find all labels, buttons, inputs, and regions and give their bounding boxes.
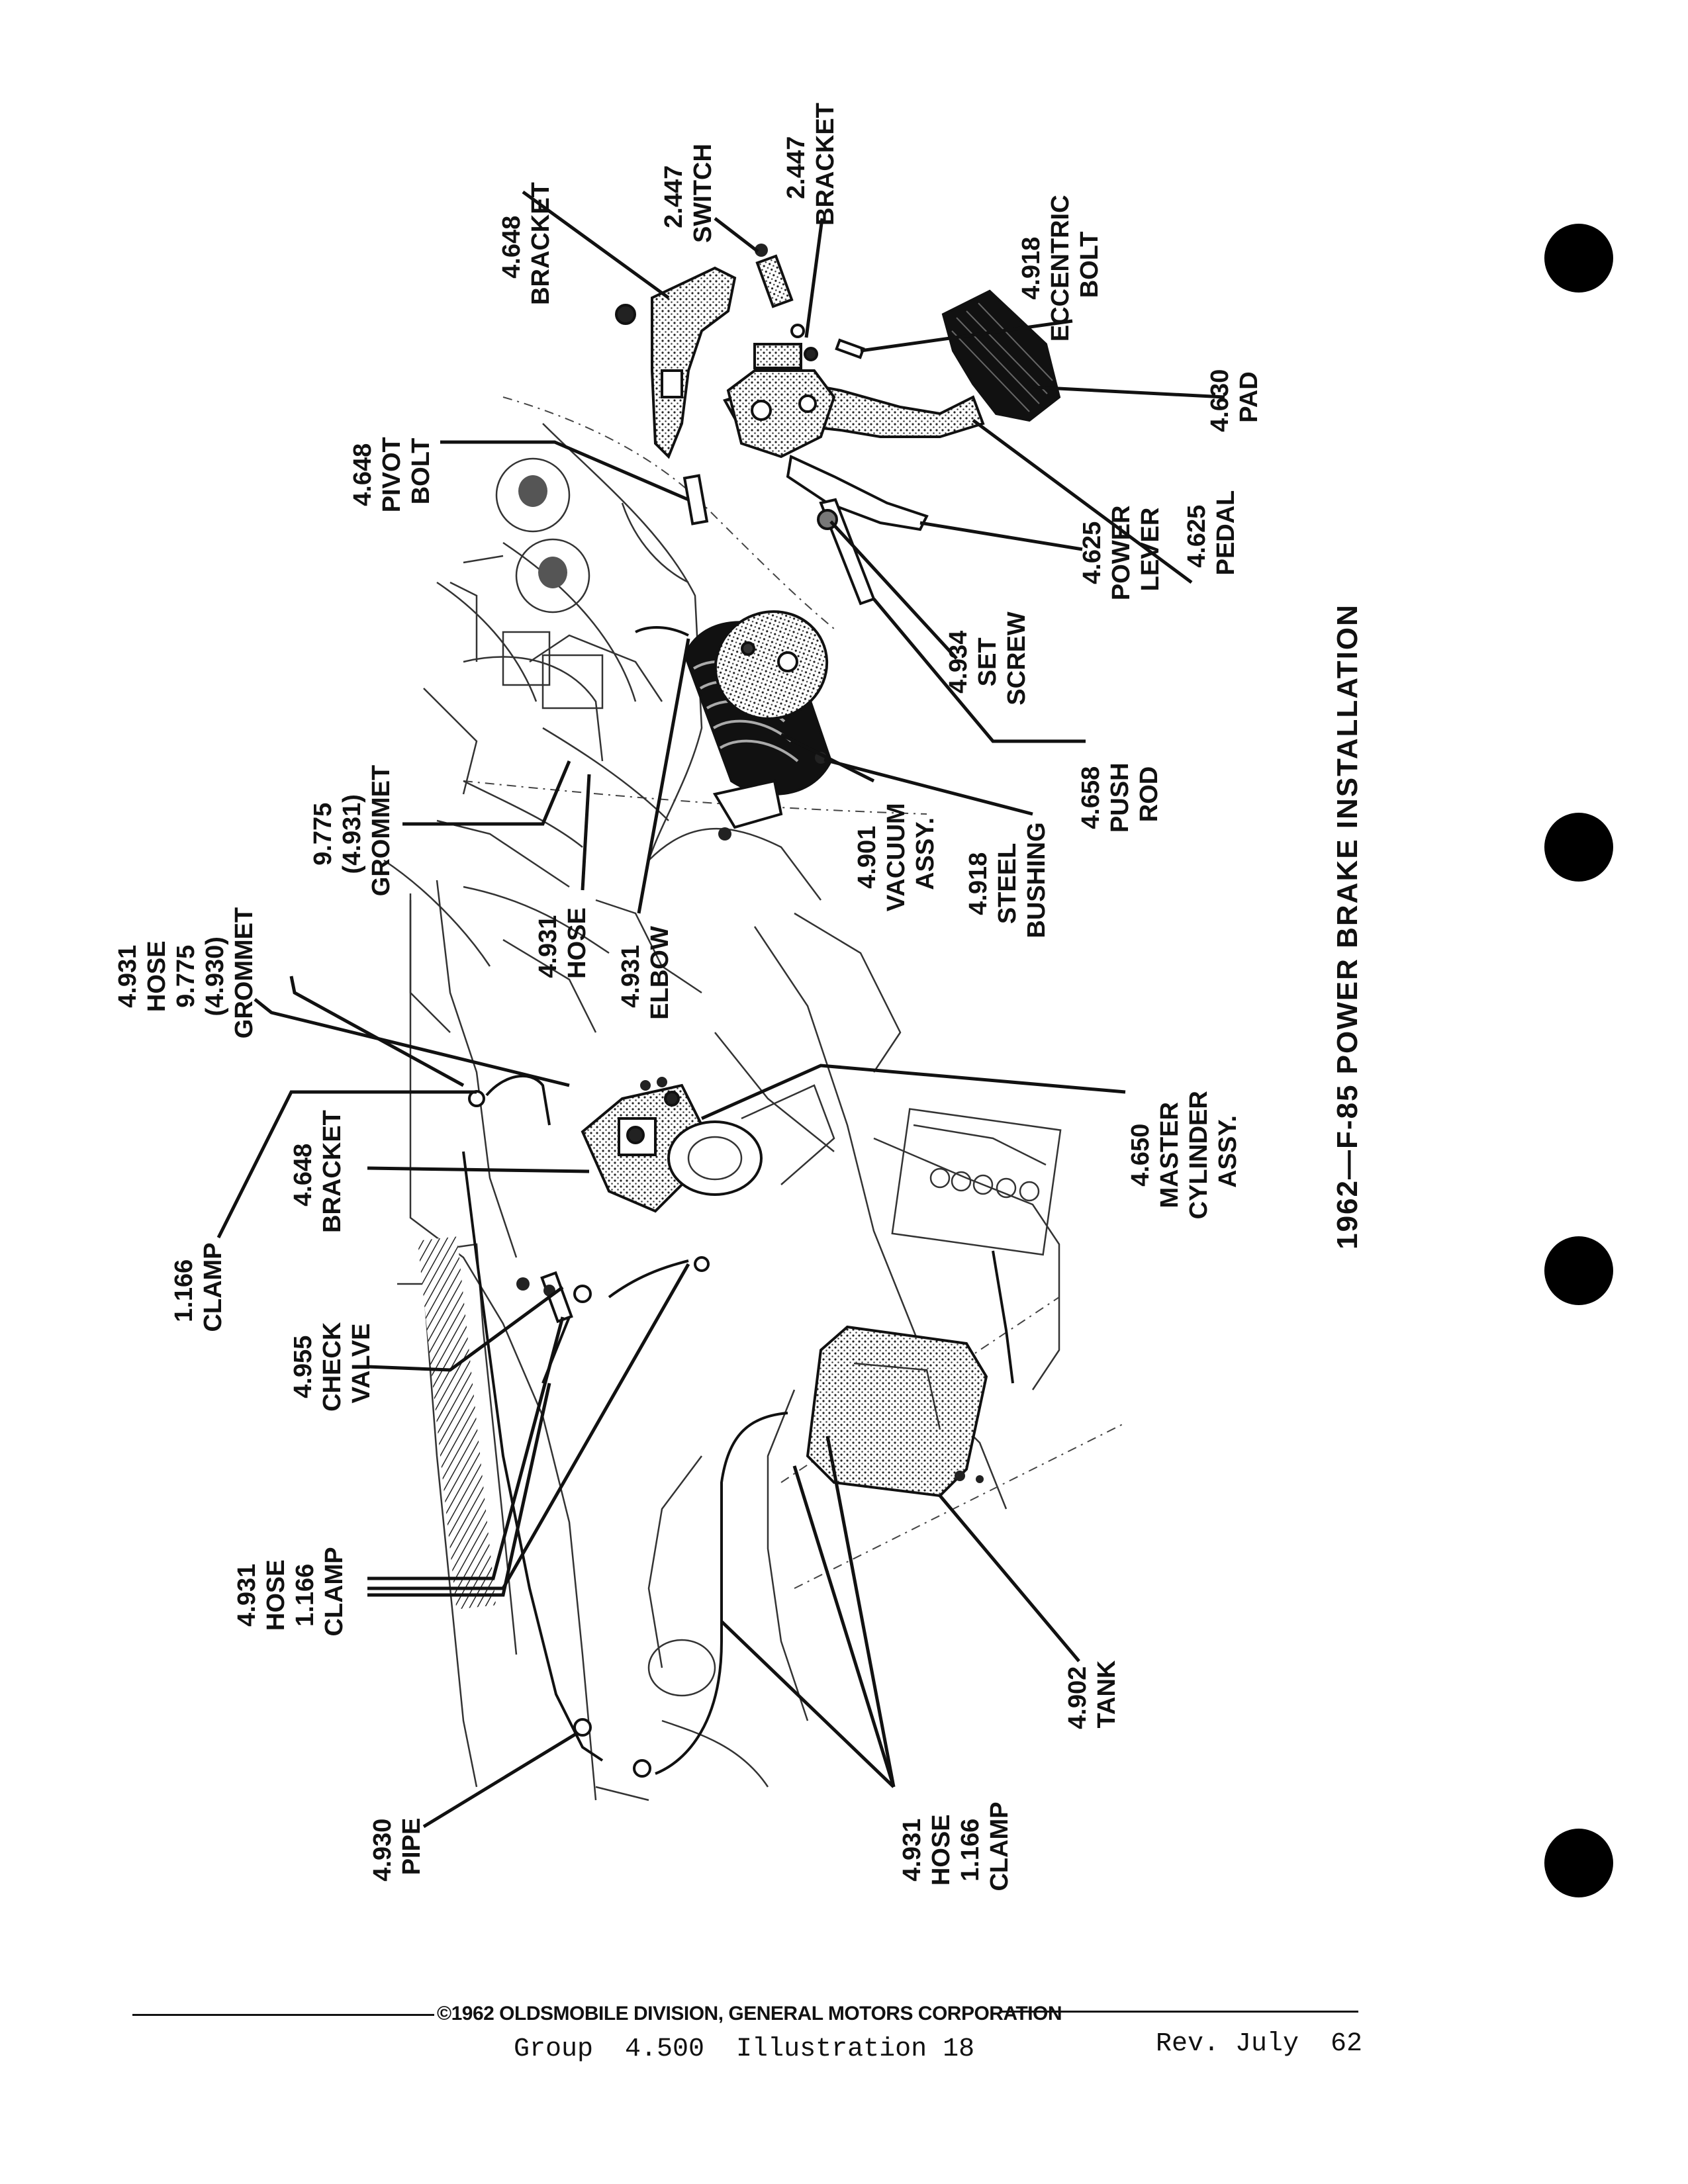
label-hose-clamp-left: 4.931 HOSE 1.166 CLAMP [233,1547,348,1636]
label-push-rod-4658: 4.658 PUSH ROD [1077,756,1163,833]
label-hose-4931-mid: 4.931 HOSE [534,907,591,979]
binder-holes [1544,224,1613,1897]
footer-rule-right [1001,2011,1358,2013]
label-eccentric-bolt-4918: 4.918 ECCENTRIC BOLT [1017,188,1103,341]
figure-title: 1962—F-85 POWER BRAKE INSTALLATION [1331,604,1364,1250]
label-master-cylinder-4650: 4.650 MASTER CYLINDER ASSY. [1127,1084,1242,1220]
master-cylinder-assembly [468,1074,835,1384]
pedal-support-bracket [651,266,737,459]
leader-lines [216,190,1225,1829]
vacuum-power-unit [635,610,833,841]
label-switch-2447: 2.447 SWITCH [660,144,717,243]
label-grommet-9775: 9.775 (4.931) GROMMET [309,765,395,896]
label-elbow-4931: 4.931 ELBOW [617,926,674,1020]
label-check-valve-4955: 4.955 CHECK VALVE [289,1315,375,1412]
label-bracket-4648-mid: 4.648 BRACKET [289,1110,346,1233]
body-outline-ghost [383,396,1126,1801]
label-set-screw-4934: 4.934 SET SCREW [945,612,1031,705]
brake-pad [941,289,1061,422]
pedal-assembly [615,244,1061,606]
fender-edge-hatch [417,1236,496,1610]
label-pedal-4625: 4.625 PEDAL [1183,490,1240,576]
label-hose-grommet-4931: 4.931 HOSE 9.775 (4.930) GROMMET [114,907,258,1038]
battery-ghost [891,1108,1062,1384]
label-bracket-2447: 2.447 BRACKET [782,103,839,226]
label-pad-4630: 4.630 PAD [1206,362,1263,432]
body-ghost-knobs [449,457,604,709]
footer-rule-left [132,2014,434,2016]
power-lever [786,455,929,531]
copyright-notice: ©1962 OLDSMOBILE DIVISION, GENERAL MOTOR… [437,2003,1062,2025]
vacuum-pipe [462,1151,604,1762]
callout-labels: 4.648 BRACKET 2.447 SWITCH 2.447 BRACKET… [114,103,1263,1891]
group-illustration-ref: Group 4.500 Illustration 18 [514,2034,975,2064]
label-hose-clamp-bottom: 4.931 HOSE 1.166 CLAMP [898,1801,1013,1891]
label-tank-4902: 4.902 TANK [1064,1659,1121,1729]
label-vacuum-assy-4901: 4.901 VACUUM ASSY. [853,796,939,912]
vacuum-tank [806,1325,988,1498]
label-steel-bushing-4918: 4.918 STEEL BUSHING [964,822,1051,938]
revision-date: Rev. July 62 [1156,2029,1363,2059]
label-pipe-4930: 4.930 PIPE [369,1811,426,1882]
label-clamp-1166: 1.166 CLAMP [170,1242,227,1332]
label-pivot-bolt-4648: 4.648 PIVOT BOLT [349,430,435,513]
label-bracket-4648-top: 4.648 BRACKET [498,182,555,305]
tank-hose [655,1412,788,1775]
label-power-lever-4625: 4.625 POWER LEVER [1078,498,1164,600]
